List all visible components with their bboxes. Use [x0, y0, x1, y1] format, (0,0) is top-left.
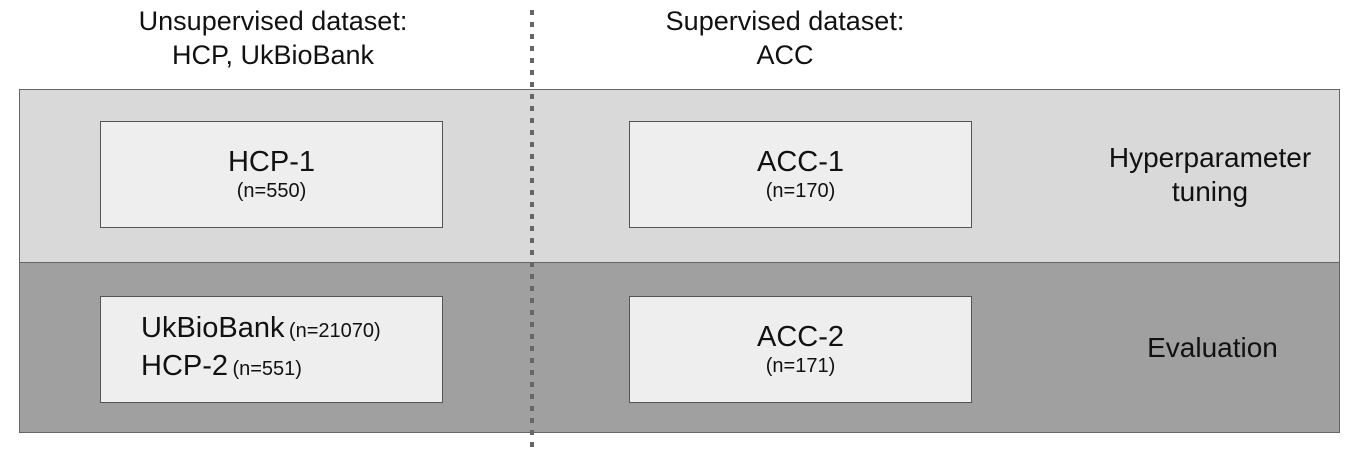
- hcp-1-count: (n=550): [236, 179, 307, 202]
- hcp-1-label: HCP-1: [227, 145, 315, 178]
- acc-1-count: (n=170): [765, 179, 836, 202]
- dataset-divider-line: [530, 10, 534, 450]
- evaluation-label: Evaluation: [1147, 332, 1278, 363]
- ukbiobank-count: (n=21070): [288, 319, 381, 342]
- ukbiobank-label: UkBioBank: [141, 311, 285, 344]
- acc-1-box: ACC-1 (n=170): [629, 121, 972, 228]
- ukbiobank-row: UkBioBank (n=21070): [141, 312, 442, 350]
- unsupervised-dataset-header: Unsupervised dataset: HCP, UkBioBank: [138, 6, 408, 70]
- acc-1-label: ACC-1: [756, 145, 844, 178]
- hcp-2-label: HCP-2: [141, 349, 229, 382]
- acc-2-count: (n=171): [765, 354, 836, 377]
- hcp-2-row: HCP-2 (n=551): [141, 350, 442, 388]
- acc-2-box: ACC-2 (n=171): [629, 296, 972, 403]
- acc-2-label: ACC-2: [756, 320, 844, 353]
- hcp-2-count: (n=551): [232, 357, 302, 380]
- hcp-1-box: HCP-1 (n=550): [100, 121, 443, 228]
- ukbiobank-hcp-2-box: UkBioBank (n=21070) HCP-2 (n=551): [100, 296, 443, 403]
- hyperparameter-tuning-label: Hyperparameter tuning: [1108, 142, 1312, 207]
- supervised-dataset-header: Supervised dataset: ACC: [665, 6, 905, 70]
